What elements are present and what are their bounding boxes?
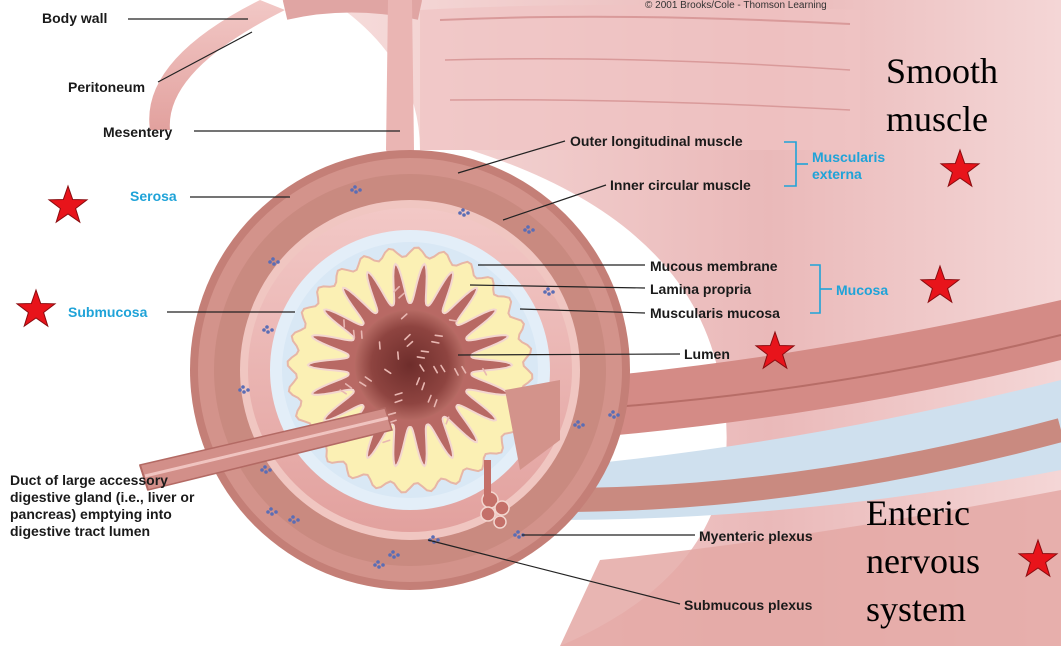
plexus-dot [241,385,245,389]
plexus-dot [611,410,615,414]
plexus-dot [391,550,395,554]
plexus-dot [392,555,396,559]
label-muscularis-mucosa: Muscularis mucosa [650,305,780,321]
plexus-dot [269,507,273,511]
plexus-dot [271,257,275,261]
plexus-dot [376,560,380,564]
plexus-dot [266,510,270,514]
plexus-dot [242,390,246,394]
annotation-enteric-line2: nervous [866,538,980,584]
plexus-dot [291,515,295,519]
label-lumen: Lumen [684,346,730,362]
plexus-dot [276,260,280,264]
plexus-dot [458,211,462,215]
plexus-dot [526,225,530,229]
label-mucosa: Mucosa [836,282,888,298]
plexus-dot [573,423,577,427]
annotation-smooth-muscle-line1: Smooth [886,48,998,94]
plexus-dot [266,330,270,334]
annotation-enteric-line1: Enteric [866,490,970,536]
lumen-dash [362,331,363,338]
annotation-enteric-line3: system [866,586,966,632]
plexus-dot [462,213,466,217]
red-star-icon [49,186,87,222]
label-duct: Duct of large accessory digestive gland … [10,472,210,540]
lumen-dash [450,320,457,321]
plexus-dot [466,211,470,215]
label-peritoneum: Peritoneum [68,79,145,95]
plexus-dot [270,512,274,516]
plexus-dot [396,553,400,557]
plexus-dot [516,530,520,534]
red-star-icon [17,290,55,326]
label-body-wall: Body wall [42,10,107,26]
plexus-dot [612,415,616,419]
plexus-dot [373,563,377,567]
plexus-dot [350,188,354,192]
lumen-dash [380,342,381,349]
lumen-dash [435,335,442,336]
plexus-dot [377,565,381,569]
plexus-dot [292,520,296,524]
plexus-dot [288,518,292,522]
plexus-dot [581,423,585,427]
plexus-dot [353,185,357,189]
plexus-dot [358,188,362,192]
plexus-dot [260,468,264,472]
plexus-dot [577,425,581,429]
plexus-dot [263,465,267,469]
plexus-dot [546,287,550,291]
plexus-dot [265,325,269,329]
plexus-dot [527,230,531,234]
plexus-dot [264,470,268,474]
plexus-dot [238,388,242,392]
annotation-smooth-muscle-line2: muscle [886,96,988,142]
label-mesentery: Mesentery [103,124,172,140]
plexus-dot [268,468,272,472]
plexus-dot [270,328,274,332]
copyright-notice: © 2001 Brooks/Cole - Thomson Learning [645,0,827,11]
plexus-dot [616,413,620,417]
label-submucosa: Submucosa [68,304,147,320]
plexus-dot [551,290,555,294]
plexus-dot [547,292,551,296]
lumen-dash [421,351,428,352]
cross-section-rings [190,150,630,590]
plexus-dot [608,413,612,417]
plexus-dot [461,208,465,212]
label-muscularis-externa: Muscularis externa [812,149,912,183]
plexus-dot [531,228,535,232]
label-mucous-membrane: Mucous membrane [650,258,778,274]
label-outer-longitudinal-muscle: Outer longitudinal muscle [570,133,743,149]
plexus-dot [296,518,300,522]
label-myenteric-plexus: Myenteric plexus [699,528,813,544]
plexus-dot [576,420,580,424]
plexus-dot [436,538,440,542]
plexus-dot [262,328,266,332]
plexus-dot [381,563,385,567]
label-serosa: Serosa [130,188,177,204]
plexus-dot [246,388,250,392]
lumen-dash [354,331,355,338]
plexus-dot [388,553,392,557]
plexus-dot [517,535,521,539]
plexus-dot [274,510,278,514]
plexus-dot [354,190,358,194]
label-inner-circular-muscle: Inner circular muscle [610,177,751,193]
plexus-dot [543,290,547,294]
plexus-dot [272,262,276,266]
plexus-dot [431,535,435,539]
plexus-dot [513,533,517,537]
plexus-dot [523,228,527,232]
plexus-dot [268,260,272,264]
lumen-dash [417,357,424,358]
label-lamina-propria: Lamina propria [650,281,751,297]
label-submucous-plexus: Submucous plexus [684,597,812,613]
lumen-dash [398,352,399,359]
